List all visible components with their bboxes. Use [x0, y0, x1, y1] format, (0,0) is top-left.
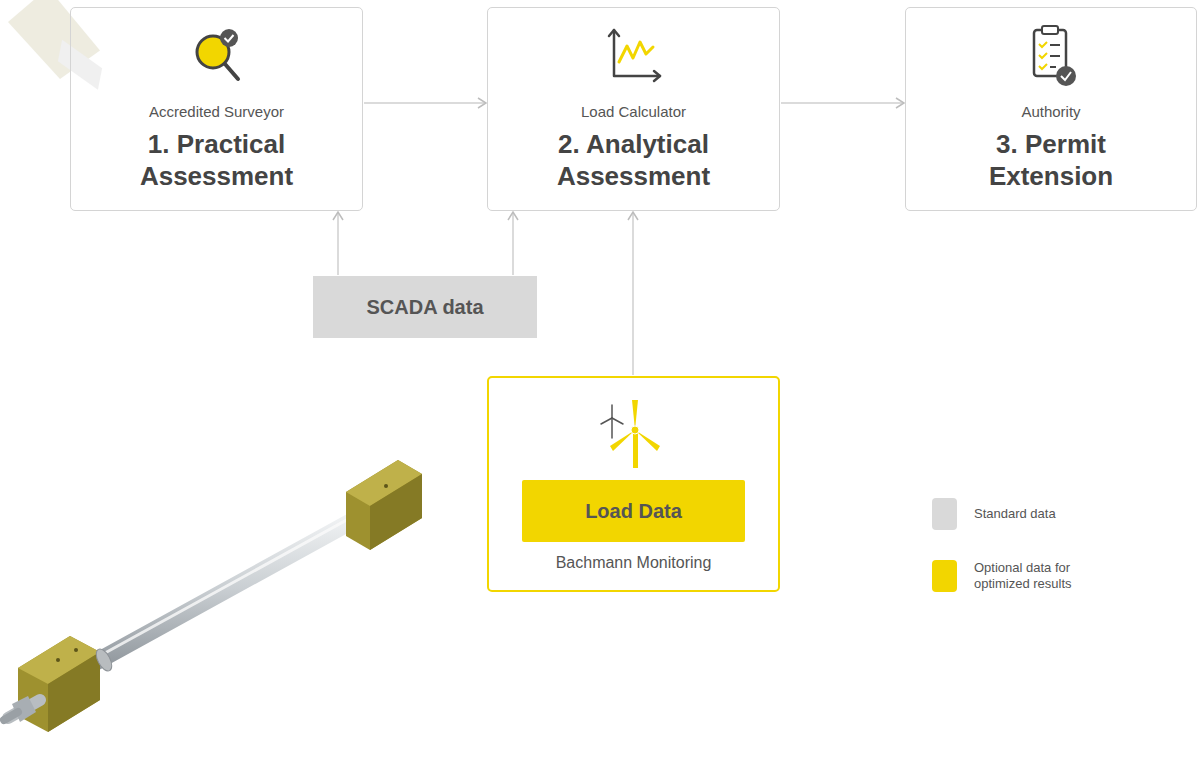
search-icon: [197, 29, 238, 79]
step-title: 2. Analytical Assessment: [526, 128, 741, 192]
panel-label: Bachmann Monitoring: [489, 554, 778, 572]
monitoring-panel: Bachmann Monitoring Load Data: [487, 376, 780, 592]
legend-label: Optional data for optimized results: [974, 560, 1094, 592]
data-label: SCADA data: [366, 296, 483, 319]
flow-arrow: [512, 212, 514, 275]
role-label: Accredited Surveyor: [71, 102, 362, 122]
process-box: Authority 3. Permit Extension: [905, 7, 1197, 211]
flow-arrow: [781, 102, 904, 104]
legend-entry: Optional data for optimized results: [932, 560, 1094, 592]
legend-swatch: [932, 498, 957, 530]
flow-arrow: [632, 212, 634, 375]
data-box: SCADA data: [313, 276, 537, 338]
step-title: 1. Practical Assessment: [109, 128, 324, 192]
load-sensor-rod: [4, 0, 422, 732]
process-box: Load Calculator 2. Analytical Assessment: [487, 7, 780, 211]
role-label: Load Calculator: [488, 102, 779, 122]
flow-arrow: [337, 212, 339, 275]
legend-label: Standard data: [974, 506, 1056, 522]
flow-arrow: [364, 102, 486, 104]
process-box: Accredited Surveyor 1. Practical Assessme…: [70, 7, 363, 211]
data-box: Load Data: [522, 480, 745, 542]
legend-swatch: [932, 560, 957, 592]
data-label: Load Data: [585, 500, 682, 523]
checklist-icon: [1034, 26, 1076, 86]
step-title: 3. Permit Extension: [944, 128, 1159, 192]
chart-icon: [609, 30, 660, 81]
wind-turbine-icon: [601, 400, 660, 468]
legend-entry: Standard data: [932, 498, 1056, 530]
role-label: Authority: [906, 102, 1196, 122]
